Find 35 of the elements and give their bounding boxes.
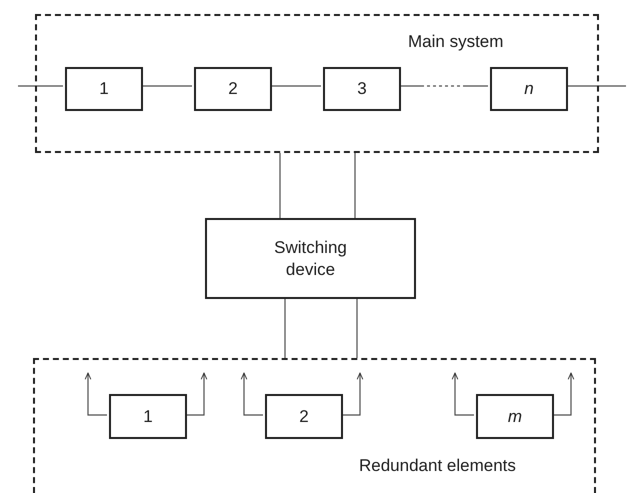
dashed-group-box	[35, 14, 599, 153]
connector-line	[141, 85, 192, 87]
connector-line	[18, 85, 63, 87]
arrow	[552, 372, 574, 416]
element-label: 1	[99, 78, 109, 100]
element-box	[65, 67, 143, 111]
arrow	[452, 372, 474, 416]
connector-line	[566, 85, 626, 87]
connector-line	[279, 153, 281, 218]
arrow	[341, 372, 364, 416]
element-label: 1	[143, 406, 153, 428]
element-box	[205, 218, 416, 299]
group-label: Main system	[408, 32, 504, 52]
connector-line	[399, 85, 488, 87]
element-label: 2	[299, 406, 309, 428]
element-label: m	[508, 406, 522, 428]
connector-line	[354, 153, 356, 218]
element-box	[194, 67, 272, 111]
element-label: 2	[228, 78, 238, 100]
arrow	[185, 372, 208, 416]
connector-line	[356, 299, 358, 358]
element-box	[476, 394, 554, 439]
dashed-group-box	[33, 358, 596, 493]
connector-line	[284, 299, 286, 358]
element-label: n	[524, 78, 534, 100]
element-label: 3	[357, 78, 367, 100]
element-label: Switching device	[273, 237, 348, 280]
arrow	[240, 372, 263, 416]
arrow	[84, 372, 107, 416]
element-box	[323, 67, 401, 111]
element-box	[265, 394, 343, 439]
element-box	[109, 394, 187, 439]
group-label: Redundant elements	[359, 456, 516, 476]
element-box	[490, 67, 568, 111]
connector-line	[270, 85, 321, 87]
